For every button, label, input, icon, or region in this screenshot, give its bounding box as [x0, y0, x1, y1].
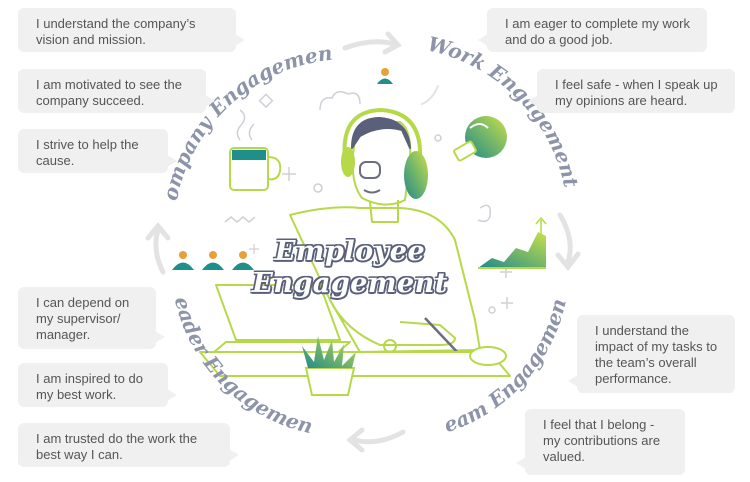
team-statement-1: I understand the impact of my tasks to t… [568, 315, 735, 393]
arrow-icon [153, 227, 166, 275]
work-statement-2: I feel safe - when I speak up my opinion… [528, 69, 735, 113]
title-line-1: Employee [274, 236, 426, 267]
leader-statement-2: I am inspired to do my best work. [18, 363, 177, 407]
people-icon [172, 244, 259, 270]
company-statement-1: I understand the company’s vision and mi… [18, 8, 245, 52]
arrow-icon [352, 429, 406, 445]
growth-chart-icon [478, 216, 547, 269]
lightbulb-icon [453, 116, 507, 162]
team-statement-2: I feel that I belong - my contributions … [516, 409, 685, 475]
cloud-icon [319, 91, 361, 111]
paperclip-icon [477, 204, 492, 223]
title-line-2: Engagement [252, 268, 448, 299]
employee-figure [199, 108, 511, 377]
leader-statement-1: I can depend on my supervisor/ manager. [18, 287, 165, 349]
leader-statement-3: I am trusted do the work the best way I … [18, 423, 239, 467]
company-statement-2: I am motivated to see the company succee… [18, 69, 215, 113]
arrow-icon [342, 39, 398, 51]
company-statement-3: I strive to help the cause. [18, 129, 177, 173]
plant-icon [302, 336, 356, 396]
coffee-mug-icon [229, 109, 282, 191]
cycle-arrows [145, 31, 581, 453]
person-icon [377, 68, 393, 84]
arrow-icon [557, 212, 573, 265]
work-statement-1: I am eager to complete my work and do a … [478, 8, 707, 52]
